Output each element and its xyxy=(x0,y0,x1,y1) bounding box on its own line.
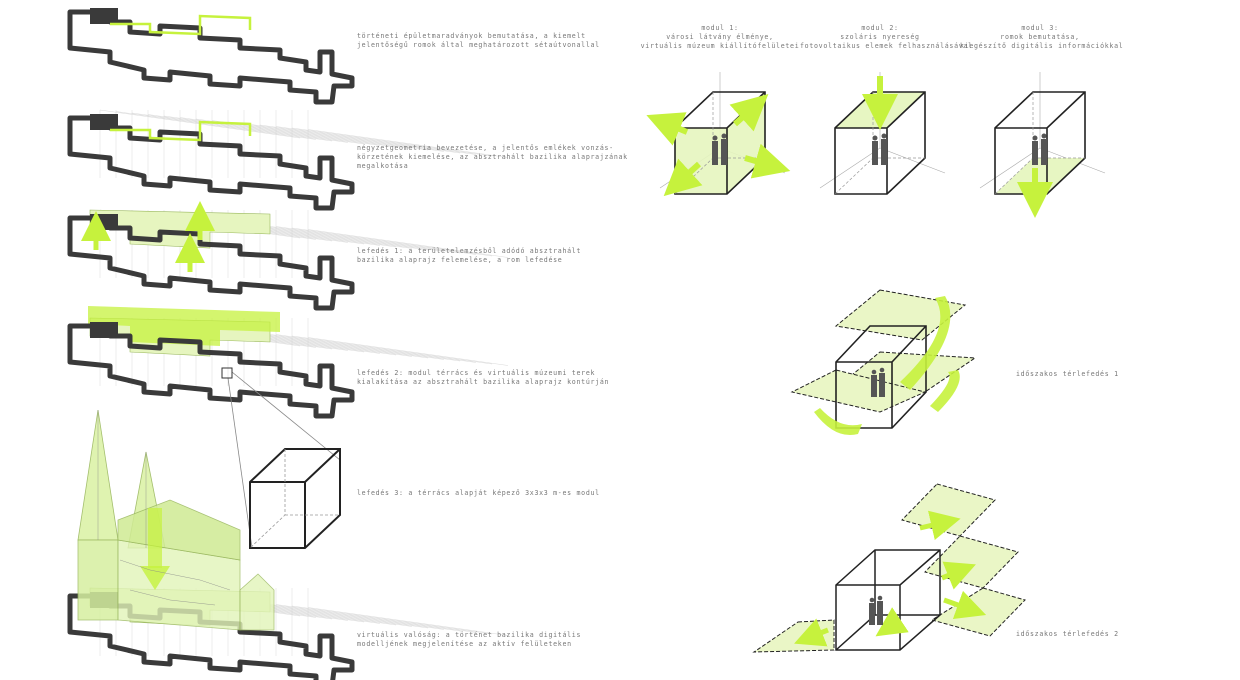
module-cubes xyxy=(646,72,1106,218)
caption-line: virtuális múzeum kiállítófelületei xyxy=(640,42,800,50)
caption-line: bazilika alaprajz felemelése, a rom lefe… xyxy=(357,256,563,264)
caption-layer-1: történeti épületmaradványok bemutatása, … xyxy=(357,32,600,50)
caption-line: körzetének kiemelése, az absztrahált baz… xyxy=(357,153,628,161)
plan-layer xyxy=(67,201,509,311)
ruin-block xyxy=(90,8,118,24)
temporary-covering-2-caption: időszakos térlefedés 2 xyxy=(1016,630,1119,638)
module-2-caption: modul 2: szoláris nyereség fotovoltaikus… xyxy=(800,24,973,51)
temporary-covering-2-diagram xyxy=(752,483,1026,653)
plan-layer xyxy=(67,109,509,211)
exhibit-surface xyxy=(675,128,727,194)
virtual-basilica-model xyxy=(77,409,275,631)
ruin-footprint xyxy=(67,9,355,105)
caption-line: lefedés 2: modul térrács és virtuális mú… xyxy=(357,369,596,377)
module-cube-zoom xyxy=(221,367,341,549)
caption-line: romok bemutatása, xyxy=(1000,33,1080,41)
caption-line: jelentőségű romok által meghatározott sé… xyxy=(357,41,600,49)
plan-layer xyxy=(67,8,355,105)
caption-line: megalkotása xyxy=(357,162,409,170)
caption-line: történeti épületmaradványok bemutatása, … xyxy=(357,32,586,40)
temporary-covering-1-diagram xyxy=(790,289,977,436)
module-cube xyxy=(646,72,791,197)
walking-route xyxy=(110,14,252,36)
ruin-footprint xyxy=(67,215,355,311)
ruin-floor-surface xyxy=(995,158,1085,194)
module-1-caption: modul 1: városi látvány élménye, virtuál… xyxy=(640,24,800,51)
ruin-footprint xyxy=(67,323,355,419)
human-figures xyxy=(712,133,727,165)
caption-layer-5: lefedés 3: a térrács alapját képező 3x3x… xyxy=(357,489,600,498)
module-grid-cover xyxy=(88,306,280,346)
caption-line: modul 3: xyxy=(1021,24,1059,32)
square-grid xyxy=(99,109,509,178)
caption-line: modul 2: xyxy=(861,24,899,32)
plan-layer xyxy=(67,306,509,419)
walking-route xyxy=(110,120,252,142)
module-3-caption: modul 3: romok bemutatása, kiegészítő di… xyxy=(960,24,1124,51)
caption-line: városi látvány élménye, xyxy=(666,33,774,41)
caption-line: fotovoltaikus elemek felhasználásával xyxy=(800,42,973,50)
caption-line: kiegészítő digitális információkkal xyxy=(960,42,1124,50)
caption-layer-6: virtuális valóság: a történet bazilika d… xyxy=(357,631,581,649)
module-cube xyxy=(979,72,1106,218)
caption-layer-2: négyzetgeometria bevezetése, a jelentős … xyxy=(357,144,628,171)
caption-line: szoláris nyereség xyxy=(840,33,920,41)
ruin-footprint xyxy=(67,115,355,211)
caption-layer-3: lefedés 1: a területelemzésből adódó abs… xyxy=(357,247,581,265)
caption-line: kialakítása az absztrahált bazilika alap… xyxy=(357,378,610,386)
caption-line: modul 1: xyxy=(701,24,739,32)
green-arrows xyxy=(646,93,791,197)
caption-line: négyzetgeometria bevezetése, a jelentős … xyxy=(357,144,614,152)
caption-line: virtuális valóság: a történet bazilika d… xyxy=(357,631,582,639)
ruin-block xyxy=(90,114,118,130)
caption-line: lefedés 1: a területelemzésből adódó abs… xyxy=(357,247,582,255)
caption-layer-4: lefedés 2: modul térrács és virtuális mú… xyxy=(357,369,609,387)
module-cube xyxy=(819,72,946,195)
human-figures xyxy=(872,133,887,165)
human-figures xyxy=(1032,133,1047,165)
caption-line: modelljének megjelenítése az aktív felül… xyxy=(357,640,572,648)
temporary-covering-1-caption: időszakos térlefedés 1 xyxy=(1016,370,1119,378)
caption-line: lefedés 3: a térrács alapját képező 3x3x… xyxy=(357,489,600,497)
ruin-block xyxy=(90,322,118,338)
exhibit-surface xyxy=(727,92,765,194)
